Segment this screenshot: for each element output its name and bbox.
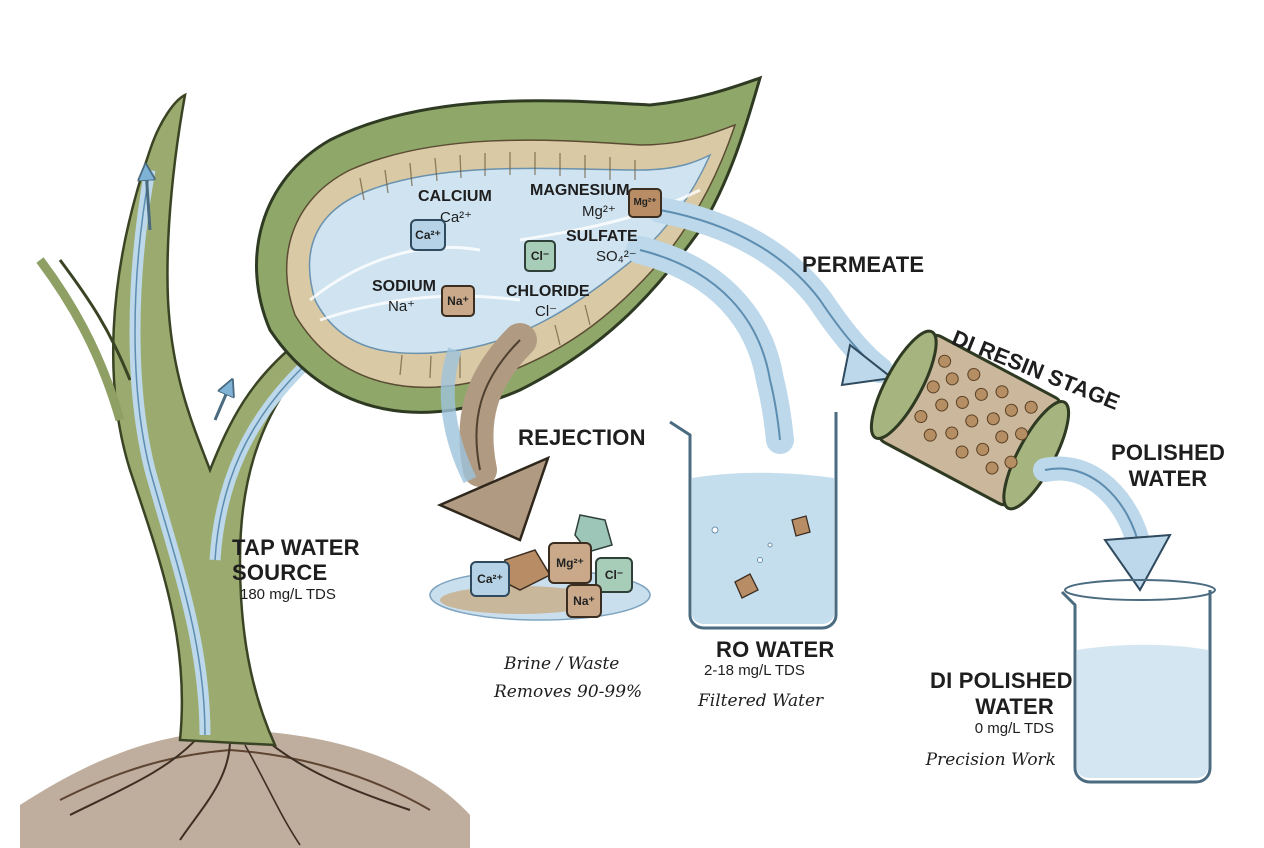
ion-crystal-icon: Na⁺ <box>441 285 475 317</box>
di-polished-tds: 0 mg/L TDS <box>974 720 1054 737</box>
di-beaker-icon <box>1060 579 1216 784</box>
leaf-membrane-icon <box>255 75 763 414</box>
di-polished-title-line2: WATER <box>975 694 1054 719</box>
tap-water-title-line1: TAP WATER <box>232 535 360 560</box>
resin-cartridge-icon <box>869 329 1071 511</box>
ion-name-sulfate: SULFATE <box>566 228 638 245</box>
brine-waste-label: Brine / Waste <box>504 654 620 674</box>
ion-name-calcium: CALCIUM <box>418 188 492 205</box>
beaker-icon <box>669 412 838 630</box>
ion-name-sodium: SODIUM <box>372 278 436 295</box>
ion-symbol-sulfate: SO₄²⁻ <box>596 248 637 265</box>
ion-crystal-icon: Na⁺ <box>566 584 602 618</box>
ro-water-tds: 2-18 mg/L TDS <box>704 662 805 679</box>
polished-water-label-line1: POLISHED <box>1110 440 1226 465</box>
ion-crystal-icon: Mg²⁺ <box>548 542 592 584</box>
di-polished-title-line1: DI POLISHED <box>930 668 1073 693</box>
permeate-flow-icon <box>626 197 895 454</box>
ion-crystal-icon: Ca²⁺ <box>470 561 510 597</box>
ion-crystal-icon: Ca²⁺ <box>410 219 446 251</box>
di-polished-caption: Precision Work <box>925 750 1056 770</box>
ion-crystal-icon: Cl⁻ <box>524 240 556 272</box>
ion-symbol-chloride: Cl⁻ <box>535 303 558 320</box>
ro-water-caption: Filtered Water <box>698 691 824 711</box>
brine-removal-label: Removes 90-99% <box>494 682 643 702</box>
polished-flow-icon <box>1033 456 1172 592</box>
ro-water-title: RO WATER <box>716 637 835 662</box>
permeate-label: PERMEATE <box>802 252 925 277</box>
soil-icon <box>20 730 470 848</box>
ion-symbol-sodium: Na⁺ <box>388 298 416 315</box>
ion-name-chloride: CHLORIDE <box>506 283 590 300</box>
polished-water-label-line2: WATER <box>1128 466 1208 491</box>
rejection-flow-icon <box>436 323 551 542</box>
ion-name-magnesium: MAGNESIUM <box>530 182 630 199</box>
tap-water-title-line2: SOURCE <box>232 560 328 585</box>
rejection-label: REJECTION <box>518 425 646 450</box>
tap-water-tds: 180 mg/L TDS <box>240 586 336 603</box>
ion-symbol-calcium: Ca²⁺ <box>440 209 473 226</box>
ion-crystal-icon: Mg²⁺ <box>628 188 662 218</box>
ion-symbol-magnesium: Mg²⁺ <box>582 203 616 220</box>
